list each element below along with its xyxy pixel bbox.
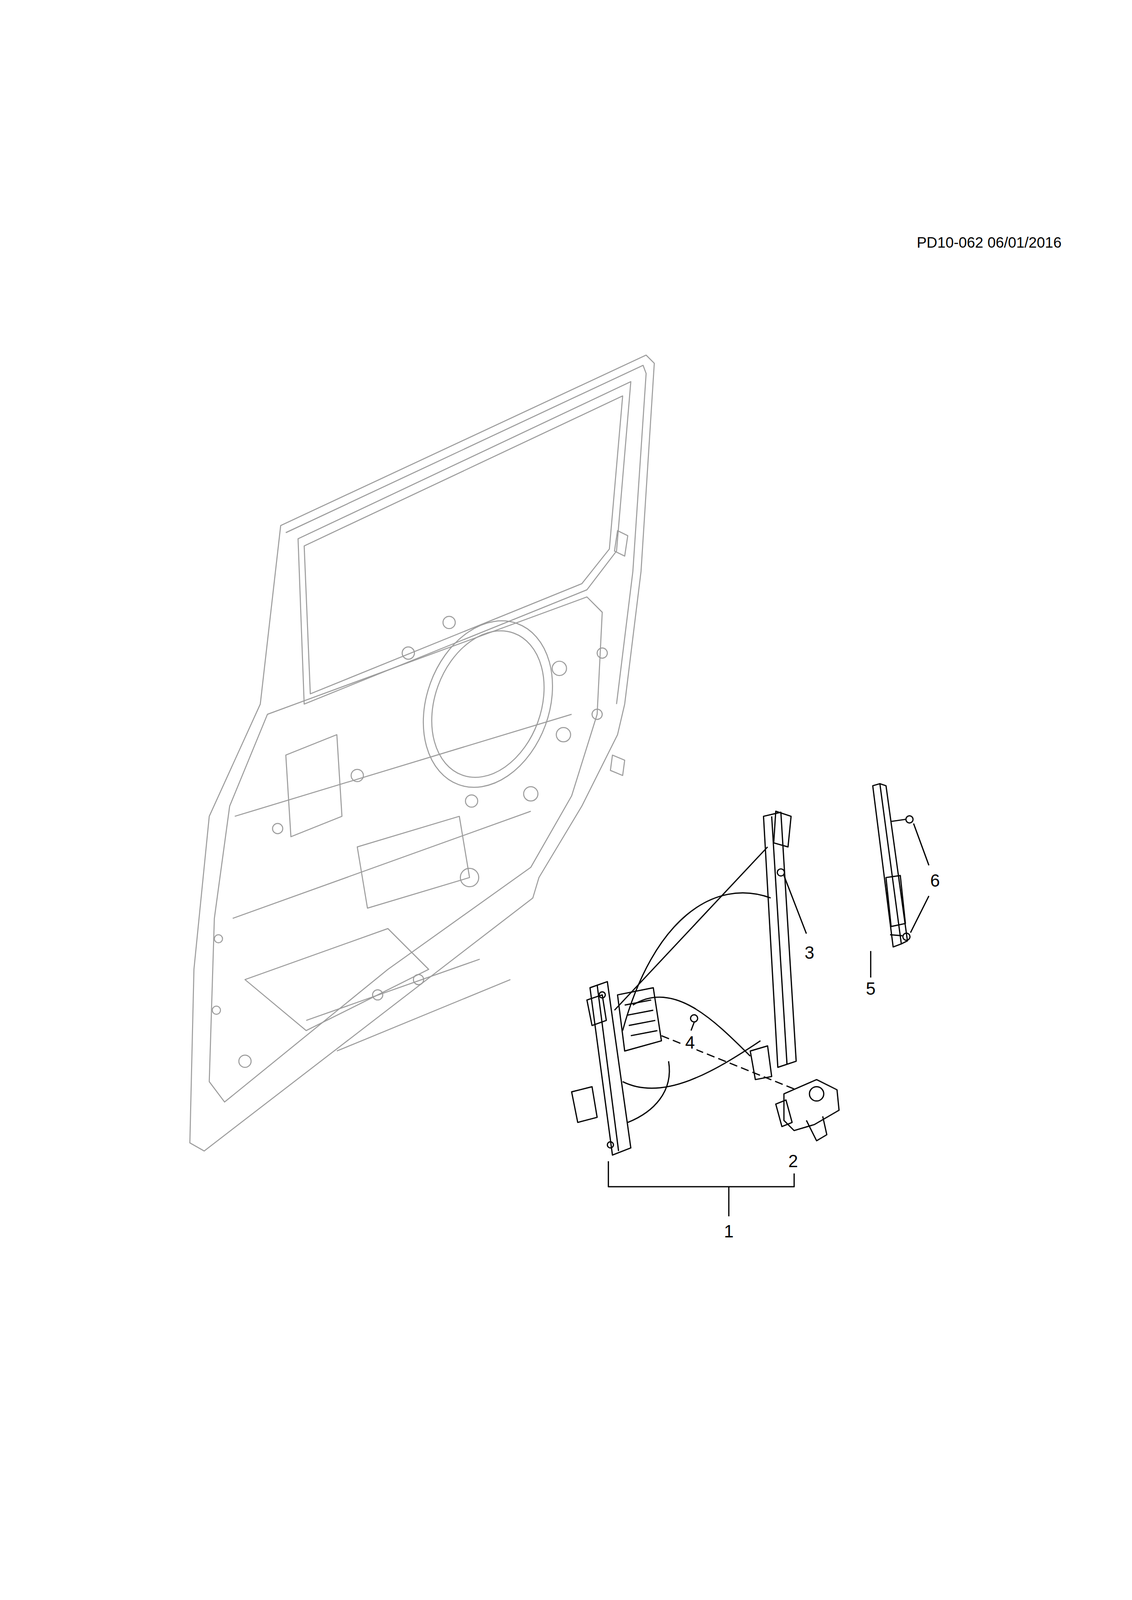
callout-number: 1 xyxy=(722,1222,736,1242)
drawing-reference: PD10-062 06/01/2016 xyxy=(914,234,1064,251)
callout-number: 3 xyxy=(802,943,816,963)
callout-number: 2 xyxy=(786,1152,800,1172)
door-panel xyxy=(189,355,655,1152)
callout-number: 5 xyxy=(864,979,878,999)
callout-number: 4 xyxy=(683,1033,697,1053)
window-regulator xyxy=(571,783,929,1217)
callout-number: 6 xyxy=(928,871,942,891)
